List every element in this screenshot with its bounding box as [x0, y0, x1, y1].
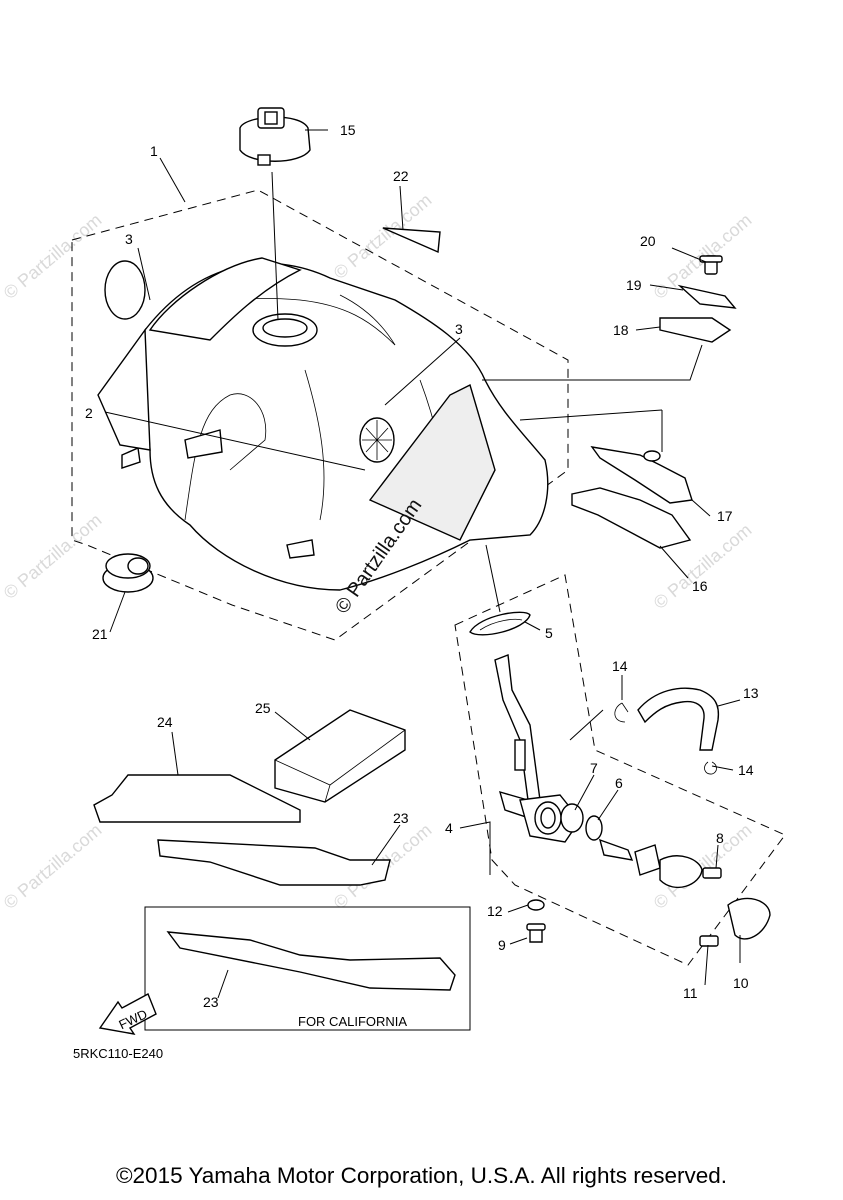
callout-18: 18 [613, 322, 629, 338]
collar-19 [677, 284, 737, 309]
hose-13 [637, 687, 720, 751]
pad-24 [93, 774, 301, 823]
callout-24: 24 [157, 714, 173, 730]
copyright-notice: ©2015 Yamaha Motor Corporation, U.S.A. A… [115, 1163, 728, 1188]
screw-8 [702, 867, 722, 879]
callout-5: 5 [545, 625, 553, 641]
watermark: © Partzilla.com [0, 510, 105, 603]
clip-14-a [614, 702, 629, 723]
watermark: © Partzilla.com [0, 210, 105, 303]
callout-7: 7 [590, 760, 598, 776]
fwd-arrow: FWD [98, 993, 157, 1035]
california-box [144, 906, 471, 1031]
cap-21 [102, 553, 154, 593]
callout-6: 6 [615, 775, 623, 791]
washer-12 [527, 899, 545, 911]
screw-11 [699, 935, 719, 947]
callout-13: 13 [743, 685, 759, 701]
callout-17: 17 [717, 508, 733, 524]
pad-25 [274, 709, 406, 803]
callout-16: 16 [692, 578, 708, 594]
callout-10: 10 [733, 975, 749, 991]
fuel-cap-15 [239, 107, 311, 166]
callout-20: 20 [640, 233, 656, 249]
callout-11: 11 [683, 985, 698, 1001]
callout-2: 2 [85, 405, 93, 421]
o-ring-6 [585, 815, 603, 841]
cover-17-grommet [643, 450, 661, 462]
callout-23: 23 [203, 994, 219, 1010]
gasket-5 [469, 611, 531, 636]
valve-spindle [598, 838, 634, 861]
emblem-3-left [104, 260, 146, 320]
callout-1: 1 [150, 143, 158, 159]
watermark: © Partzilla.com [0, 820, 105, 913]
damper-18 [659, 317, 732, 343]
callout-22: 22 [393, 168, 409, 184]
clip-14-b [704, 761, 717, 775]
callout-4: 4 [445, 820, 453, 836]
tank-assembly-outline [71, 189, 569, 641]
california-label: FOR CALIFORNIA [298, 1014, 407, 1029]
decal-22 [382, 227, 441, 254]
plate-7 [560, 803, 584, 833]
callout-21: 21 [92, 626, 108, 642]
lever-10 [727, 897, 771, 940]
callout-12: 12 [487, 903, 503, 919]
callout-23: 23 [393, 810, 409, 826]
callout-14: 14 [738, 762, 754, 778]
valve-wave-washer [634, 844, 661, 876]
callout-3: 3 [455, 321, 463, 337]
callout-9: 9 [498, 937, 506, 953]
pad-23 [157, 839, 391, 886]
callout-3: 3 [125, 231, 133, 247]
callout-25: 25 [255, 700, 271, 716]
parts-diagram: © Partzilla.com © Partzilla.com © Partzi… [0, 107, 786, 1061]
bracket-16 [571, 487, 692, 549]
callout-15: 15 [340, 122, 356, 138]
leader-lines [104, 129, 741, 999]
callout-19: 19 [626, 277, 642, 293]
pad-23-california [166, 931, 456, 991]
callout-numbers: 1 2 3 3 4 5 6 7 8 9 10 11 12 13 14 14 15… [85, 122, 759, 1010]
callout-14: 14 [612, 658, 628, 674]
diagram-code: 5RKC110-E240 [73, 1046, 163, 1061]
fuel-tank [97, 257, 549, 591]
valve-plate [659, 855, 703, 889]
callout-8: 8 [716, 830, 724, 846]
